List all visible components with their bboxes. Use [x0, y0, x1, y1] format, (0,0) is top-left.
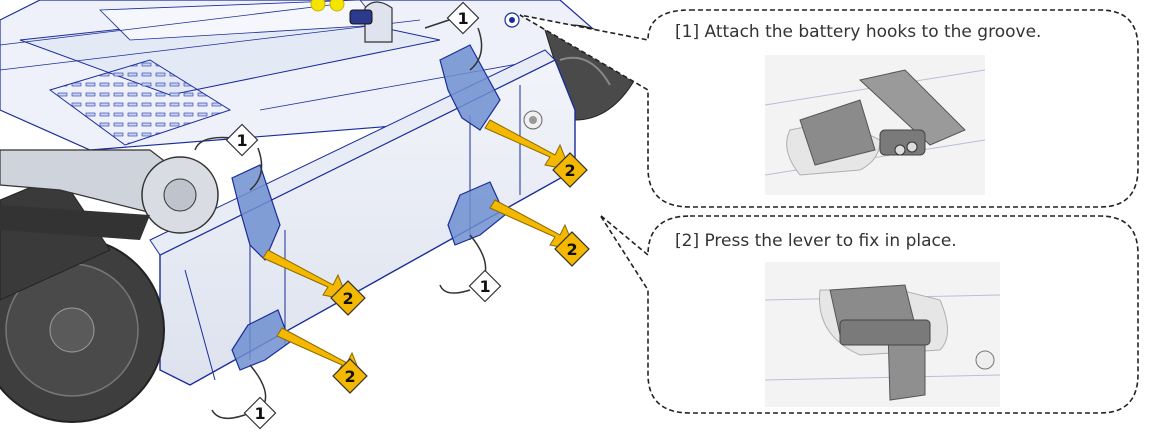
- step2-markers: 2 2 2 2: [330, 152, 590, 394]
- marker-2: 2: [554, 231, 590, 267]
- marker-1: 1: [446, 1, 480, 35]
- marker-1: 1: [243, 396, 277, 430]
- hook-lever: [858, 69, 966, 146]
- marker-1: 1: [225, 123, 259, 157]
- side-bolt: [529, 116, 537, 124]
- svg-text:2: 2: [564, 161, 575, 180]
- hinge: [839, 319, 931, 346]
- rotate-arrow: [211, 409, 251, 419]
- marker-2: 2: [330, 280, 366, 316]
- detail-2-image: [764, 262, 1001, 407]
- callout-2-text: [2] Press the lever to fix in place.: [675, 231, 957, 251]
- marker-1: 1: [468, 269, 502, 303]
- caster-hub: [163, 178, 197, 212]
- step2-press-arrows: [262, 119, 576, 379]
- connector: [349, 9, 373, 25]
- svg-text:2: 2: [566, 240, 577, 259]
- step1-markers: 1 1 1 1: [225, 1, 502, 430]
- battery-hooks: [231, 44, 506, 371]
- callout-1-text: [1] Attach the battery hooks to the groo…: [675, 22, 1042, 42]
- svg-text:2: 2: [344, 367, 355, 386]
- marker-2: 2: [332, 358, 368, 394]
- left-wheel-cap: [49, 307, 95, 353]
- robot-body: [0, 0, 642, 423]
- svg-text:2: 2: [342, 289, 353, 308]
- hook-lower-left: [231, 309, 291, 371]
- hook-lower-right: [447, 181, 506, 246]
- marker-2: 2: [552, 152, 588, 188]
- svg-text:1: 1: [254, 404, 265, 423]
- indicator-light: [310, 0, 326, 12]
- hook-plate: [799, 99, 876, 166]
- rotate-arrow: [194, 136, 233, 151]
- rotate-arrow: [249, 147, 263, 191]
- rotate-arrow: [439, 284, 471, 294]
- hook-upper-right: [439, 44, 501, 131]
- side-bolt: [975, 350, 995, 370]
- rotate-arrow: [469, 27, 483, 71]
- screw: [509, 17, 515, 23]
- hook-upper-left: [231, 164, 281, 262]
- svg-text:1: 1: [457, 9, 468, 28]
- indicator-light: [329, 0, 345, 12]
- svg-text:1: 1: [479, 277, 490, 296]
- strut: [0, 205, 150, 240]
- vent-grille: [48, 59, 232, 146]
- detail-1-image: [764, 55, 986, 195]
- svg-text:1: 1: [236, 131, 247, 150]
